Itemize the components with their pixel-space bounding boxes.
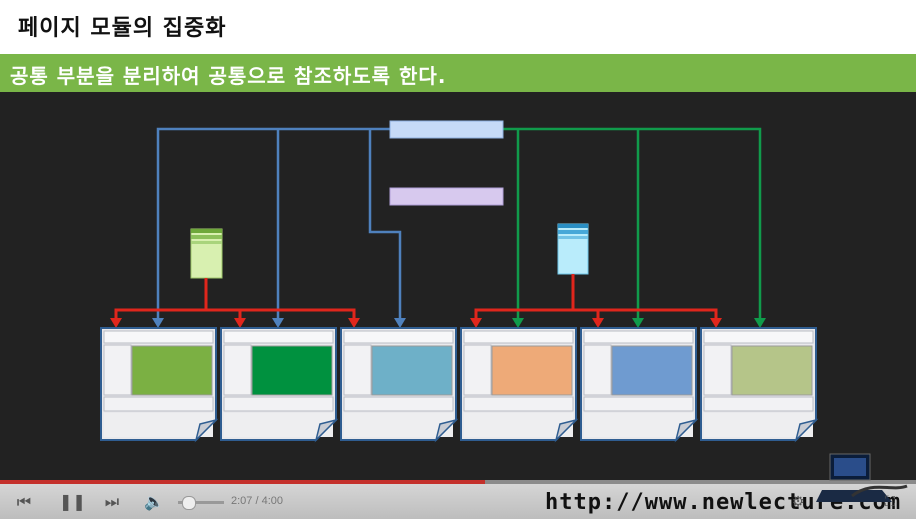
pause-icon[interactable]: ❚❚ [59,492,86,511]
page-content-block [611,345,693,396]
page-document-4 [460,327,579,443]
prev-icon[interactable]: ⏮ [16,492,32,511]
page-document-3 [340,327,459,443]
progress-fill [0,480,485,484]
subtitle-bar: 공통 부분을 분리하여 공통으로 참조하도록 한다. [0,54,916,92]
volume-slider[interactable] [178,501,224,504]
red-arrowheads [110,318,722,328]
slide-subtitle: 공통 부분을 분리하여 공통으로 참조하도록 한다. [10,64,447,88]
page-content-block [731,345,813,396]
page-document-2 [220,327,339,443]
diagram-area [0,92,916,482]
volume-icon[interactable]: 🔈 [144,492,164,511]
volume-knob[interactable] [182,496,196,510]
page-content-block [491,345,573,396]
fullscreen-icon[interactable]: ⛶ [885,494,895,510]
time-readout: 2:07 / 4:00 [231,495,283,507]
page-document-1 [100,327,219,443]
page-content-block [131,345,213,396]
shared-header-box [389,120,504,139]
module-diagram [100,120,819,443]
blue-module-icon [557,223,589,275]
slide-title: 페이지 모듈의 집중화 [18,16,227,41]
page-content-block [371,345,453,396]
shared-footer-box [389,187,504,206]
page-document-6 [700,327,819,443]
green-connector-lines [503,127,762,322]
green-module-icon [190,228,223,279]
page-content-block [251,345,333,396]
laptop-logo [816,453,908,502]
red-connector-lines [114,274,718,322]
title-bar: 페이지 모듈의 집중화 [0,0,916,54]
page-document-5 [580,327,699,443]
blue-arrowheads [152,318,406,328]
settings-icon[interactable]: ⚙ [791,494,805,510]
video-controls [0,480,916,519]
next-icon[interactable]: ⏭ [104,492,120,511]
blue-connector-lines [156,127,402,322]
green-arrowheads [512,318,766,328]
